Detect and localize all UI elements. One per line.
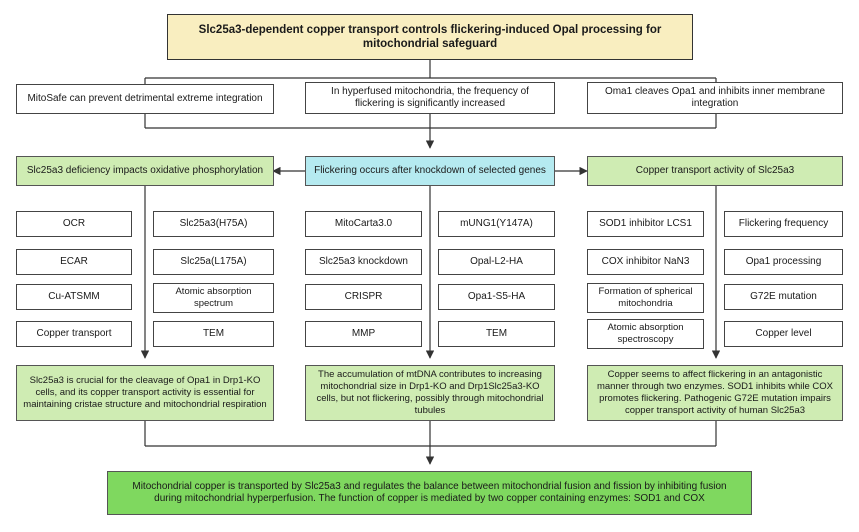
grid-item-crispr: CRISPR bbox=[305, 284, 422, 310]
middle-box-copper-transport: Copper transport activity of Slc25a3 bbox=[587, 156, 843, 186]
grid-item-opal-l2-ha: Opal-L2-HA bbox=[438, 249, 555, 275]
grid-item-flickering-frequency: Flickering frequency bbox=[724, 211, 843, 237]
grid-item-sod1-inhibitor: SOD1 inhibitor LCS1 bbox=[587, 211, 704, 237]
grid-item-slc25a3-h75a: Slc25a3(H75A) bbox=[153, 211, 274, 237]
grid-item-atomic-absorption-spectrum: Atomic absorption spectrum bbox=[153, 283, 274, 313]
middle-box-flickering: Flickering occurs after knockdown of sel… bbox=[305, 156, 555, 186]
grid-item-copper-transport: Copper transport bbox=[16, 321, 132, 347]
diagram-title: Slc25a3-dependent copper transport contr… bbox=[167, 14, 693, 60]
grid-item-ecar: ECAR bbox=[16, 249, 132, 275]
conclusion-center: The accumulation of mtDNA contributes to… bbox=[305, 365, 555, 421]
grid-item-mung1: mUNG1(Y147A) bbox=[438, 211, 555, 237]
grid-item-tem-center: TEM bbox=[438, 321, 555, 347]
top-box-mitosafe: MitoSafe can prevent detrimental extreme… bbox=[16, 84, 274, 114]
conclusion-right: Copper seems to affect flickering in an … bbox=[587, 365, 843, 421]
top-box-oma1: Oma1 cleaves Opa1 and inhibits inner mem… bbox=[587, 82, 843, 114]
grid-item-g72e-mutation: G72E mutation bbox=[724, 284, 843, 310]
grid-item-mitocarta: MitoCarta3.0 bbox=[305, 211, 422, 237]
top-box-hyperfused: In hyperfused mitochondria, the frequenc… bbox=[305, 82, 555, 114]
grid-item-mmp: MMP bbox=[305, 321, 422, 347]
middle-box-slc25a3-deficiency: Slc25a3 deficiency impacts oxidative pho… bbox=[16, 156, 274, 186]
grid-item-tem-left: TEM bbox=[153, 321, 274, 347]
grid-item-slc25a3-knockdown: Slc25a3 knockdown bbox=[305, 249, 422, 275]
grid-item-opa1-processing: Opa1 processing bbox=[724, 249, 843, 275]
conclusion-left: Slc25a3 is crucial for the cleavage of O… bbox=[16, 365, 274, 421]
grid-item-ocr: OCR bbox=[16, 211, 132, 237]
grid-item-spherical-mitochondria: Formation of spherical mitochondria bbox=[587, 283, 704, 313]
grid-item-copper-level: Copper level bbox=[724, 321, 843, 347]
grid-item-cu-atsmm: Cu-ATSMM bbox=[16, 284, 132, 310]
final-conclusion: Mitochondrial copper is transported by S… bbox=[107, 471, 752, 515]
grid-item-cox-inhibitor: COX inhibitor NaN3 bbox=[587, 249, 704, 275]
grid-item-atomic-absorption-spectroscopy: Atomic absorption spectroscopy bbox=[587, 319, 704, 349]
grid-item-opa1-s5-ha: Opa1-S5-HA bbox=[438, 284, 555, 310]
grid-item-slc25a-l175a: Slc25a(L175A) bbox=[153, 249, 274, 275]
